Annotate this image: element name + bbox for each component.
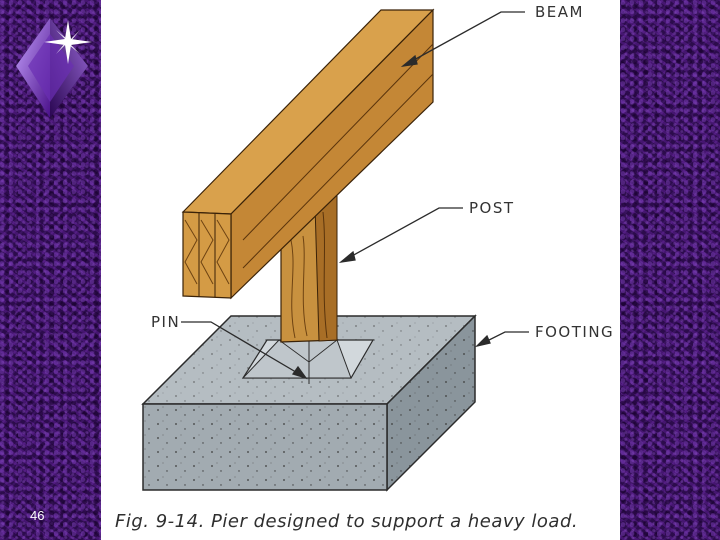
post-label: POST bbox=[469, 199, 515, 217]
slide-number: 46 bbox=[30, 508, 45, 523]
figure-caption: Fig. 9-14. Pier designed to support a he… bbox=[115, 511, 578, 532]
footing bbox=[141, 314, 477, 492]
beam bbox=[181, 8, 435, 300]
diamond-sparkle-icon bbox=[16, 18, 92, 118]
footing-label: FOOTING bbox=[535, 323, 614, 341]
beam-label: BEAM bbox=[535, 3, 584, 21]
callout-leaders bbox=[181, 11, 529, 380]
pier-diagram-figure: BEAM POST PIN FOOTING Fig. 9-14. Pier de… bbox=[101, 0, 620, 540]
pin-label: PIN bbox=[151, 313, 180, 331]
pier-cap bbox=[241, 339, 375, 384]
